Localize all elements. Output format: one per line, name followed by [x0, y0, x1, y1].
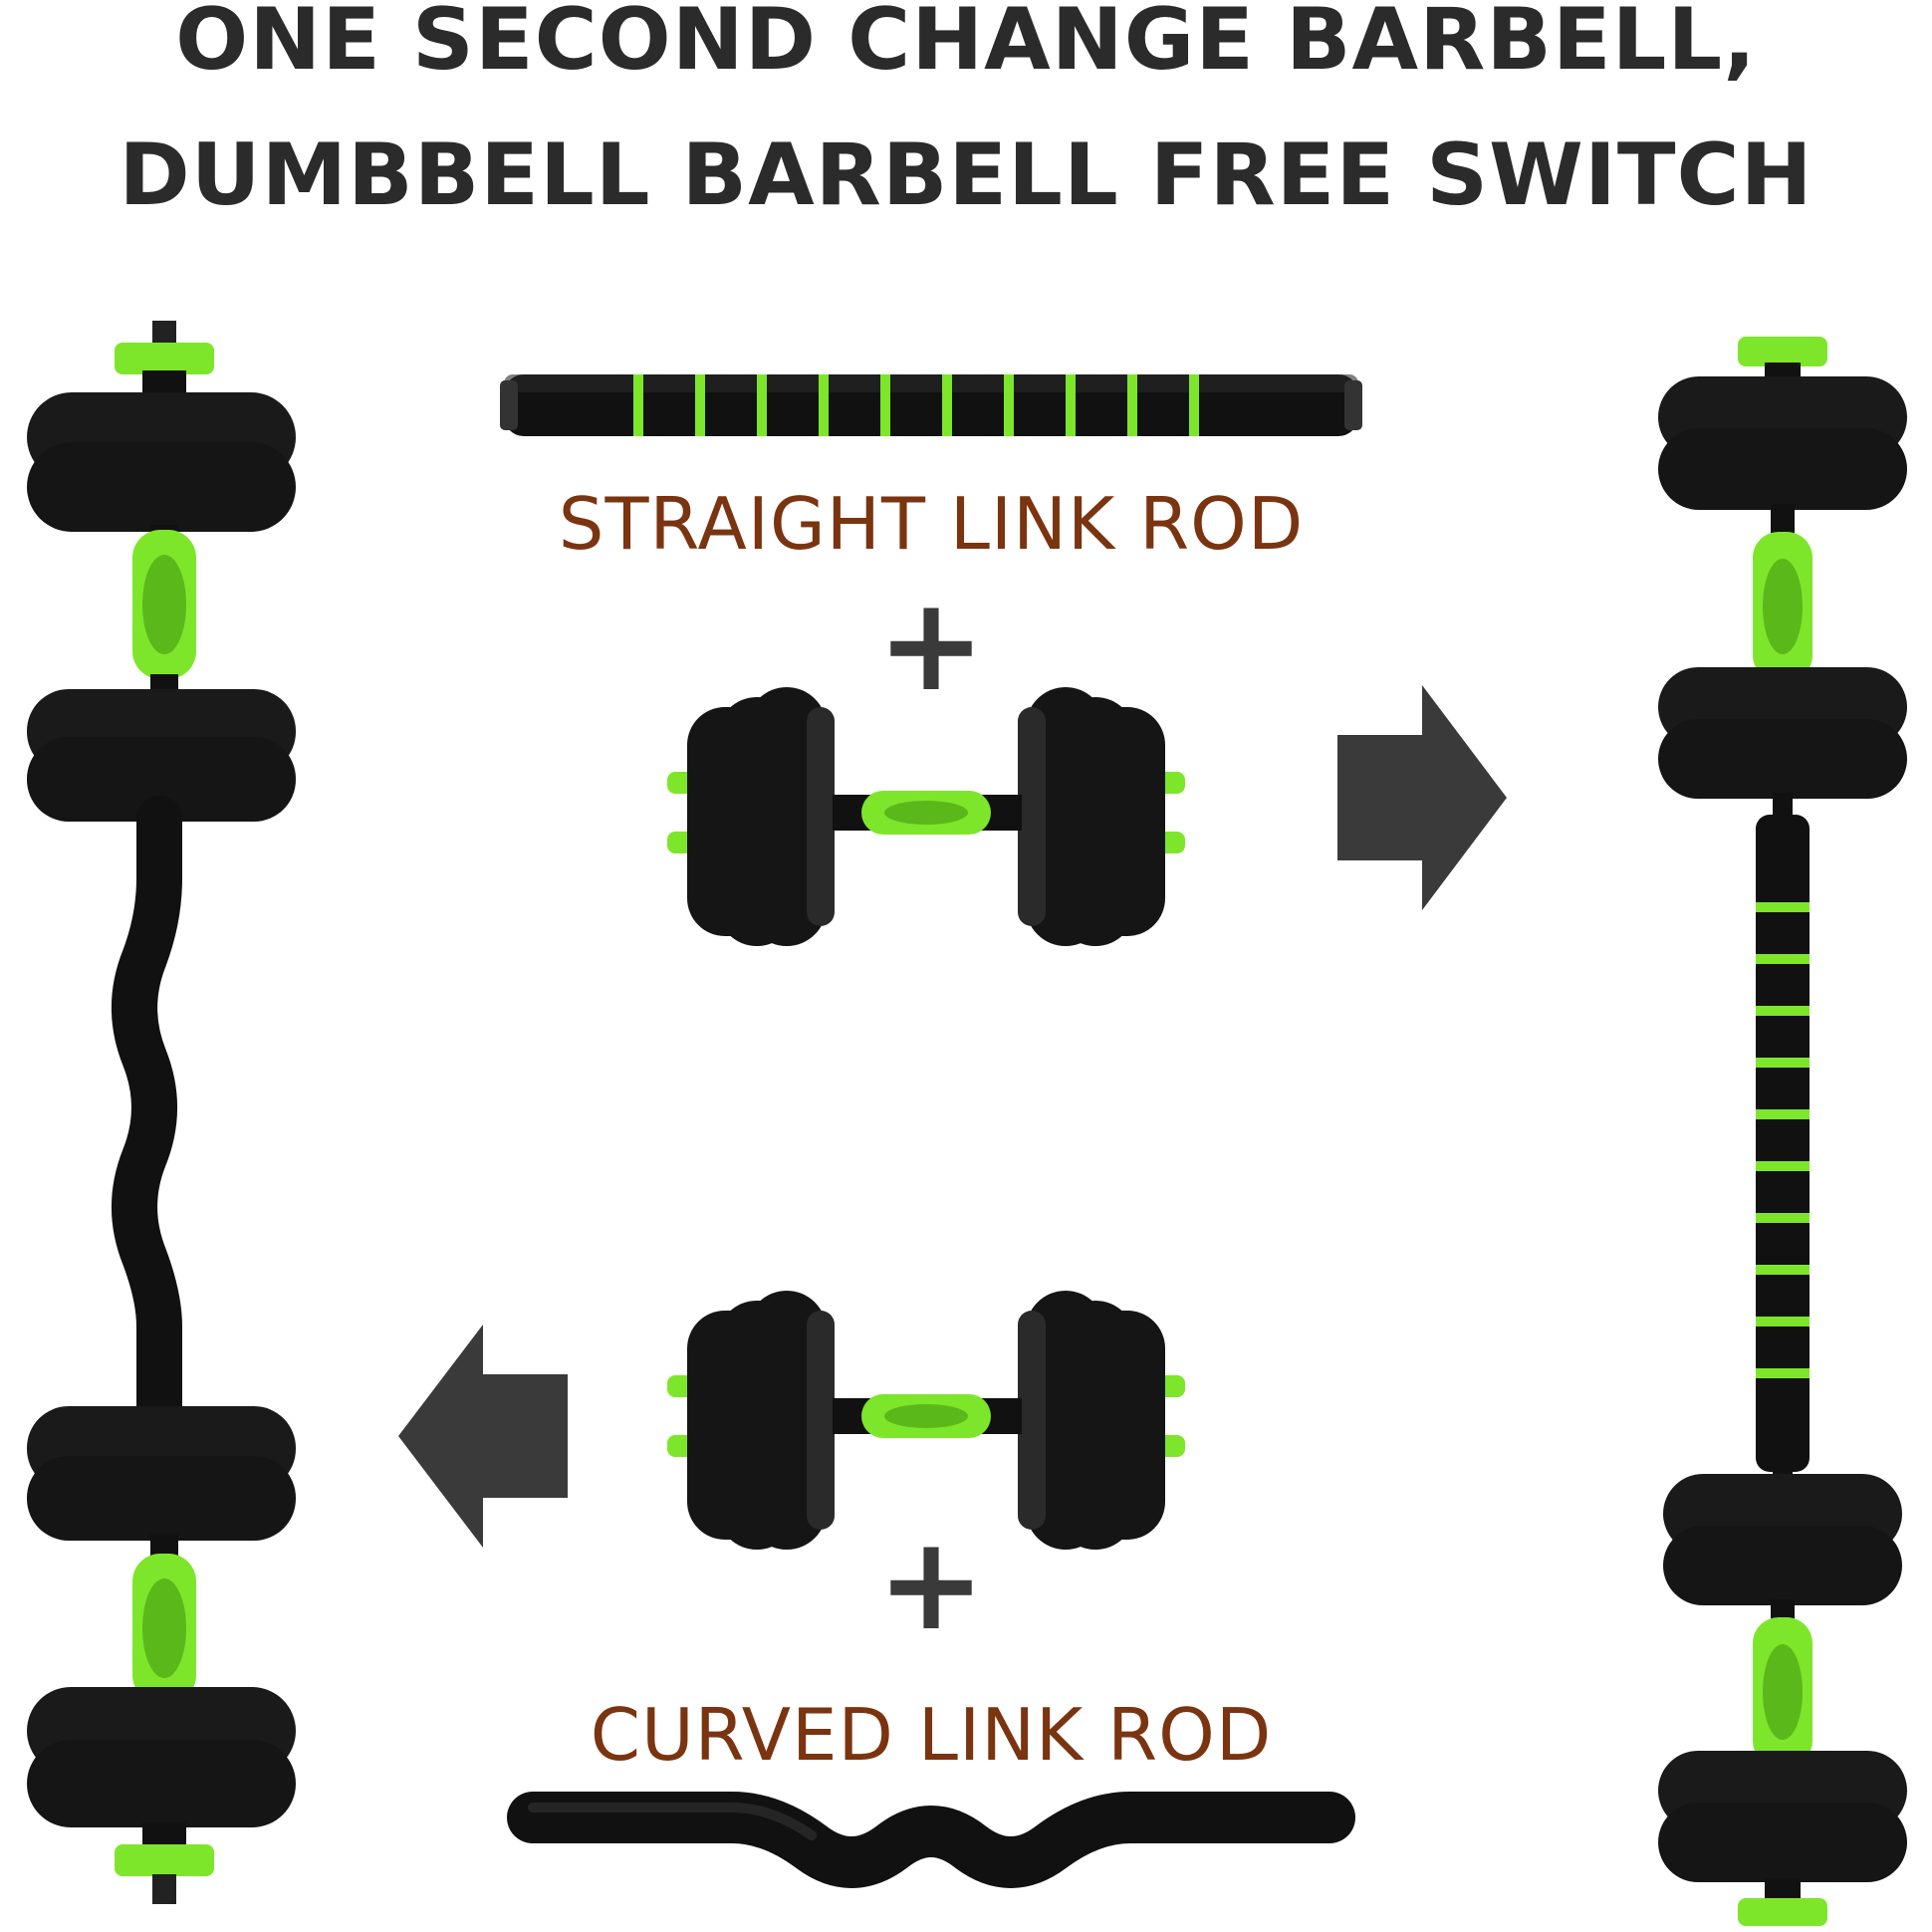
curved-barbell-image: [27, 321, 296, 1904]
plus-sign-bottom: +: [876, 1508, 986, 1659]
dumbbell-top-image: [667, 687, 1185, 946]
plus-sign-top: +: [876, 569, 986, 720]
headline-line-1: ONE SECOND CHANGE BARBELL,: [175, 0, 1757, 90]
right-arrow-icon: [1337, 685, 1507, 910]
straight-link-rod-label: STRAIGHT LINK ROD: [558, 482, 1305, 566]
headline-line-2: DUMBBELL BARBELL FREE SWITCH: [119, 125, 1813, 225]
left-arrow-icon: [398, 1325, 568, 1548]
straight-link-rod-image: [500, 374, 1362, 436]
straight-barbell-image: [1658, 337, 1907, 1926]
dumbbell-bottom-image: [667, 1291, 1185, 1550]
curved-link-rod-image: [507, 1792, 1355, 1888]
curved-link-rod-label: CURVED LINK ROD: [590, 1693, 1273, 1777]
